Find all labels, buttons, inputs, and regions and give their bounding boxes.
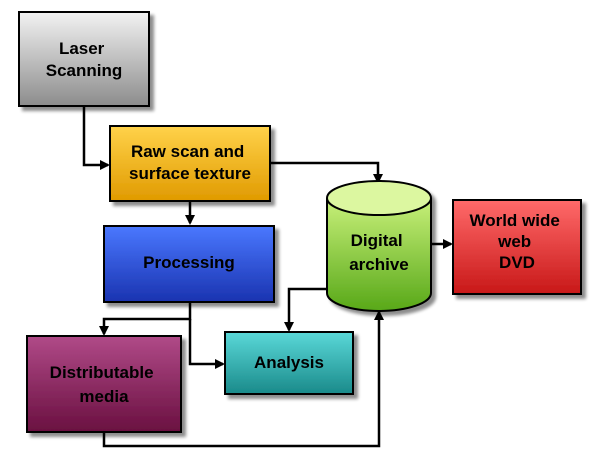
edge-media-to-archive <box>102 310 384 448</box>
edge-laser-to-raw-scan <box>82 106 110 170</box>
raw-scan-label: Raw scan and surface texture <box>129 142 251 183</box>
processing-label: Processing <box>143 253 235 272</box>
analysis-label: Analysis <box>254 353 324 372</box>
node-distributable-media: Distributable media <box>26 335 182 433</box>
node-digital-archive <box>326 180 432 312</box>
analysis-box <box>224 331 354 395</box>
digital-archive-cylinder-top <box>326 180 432 216</box>
laser-scanning-label: Laser Scanning <box>46 39 123 80</box>
node-world-wide: World wide web DVD <box>452 199 582 295</box>
node-analysis: Analysis <box>224 331 354 395</box>
edge-raw-scan-to-archive <box>270 161 383 184</box>
connectors <box>82 106 453 448</box>
distributable-media-box <box>26 335 182 433</box>
digital-archive-label: Digital archive <box>349 231 409 274</box>
digital-archive-cylinder-body <box>326 198 432 312</box>
distributable-media-label: Distributable media <box>50 363 159 406</box>
node-raw-scan: Raw scan and surface texture <box>109 125 271 202</box>
world-wide-box <box>452 199 582 295</box>
node-laser-scanning: Laser Scanning <box>18 11 150 107</box>
processing-box <box>103 225 275 303</box>
edge-archive-to-analysis <box>284 287 327 332</box>
node-processing: Processing <box>103 225 275 303</box>
edge-processing-to-analysis <box>188 319 225 369</box>
raw-scan-box <box>109 125 271 202</box>
laser-scanning-box <box>18 11 150 107</box>
world-wide-label: World wide web DVD <box>469 211 564 272</box>
edge-processing-to-media <box>99 302 192 336</box>
